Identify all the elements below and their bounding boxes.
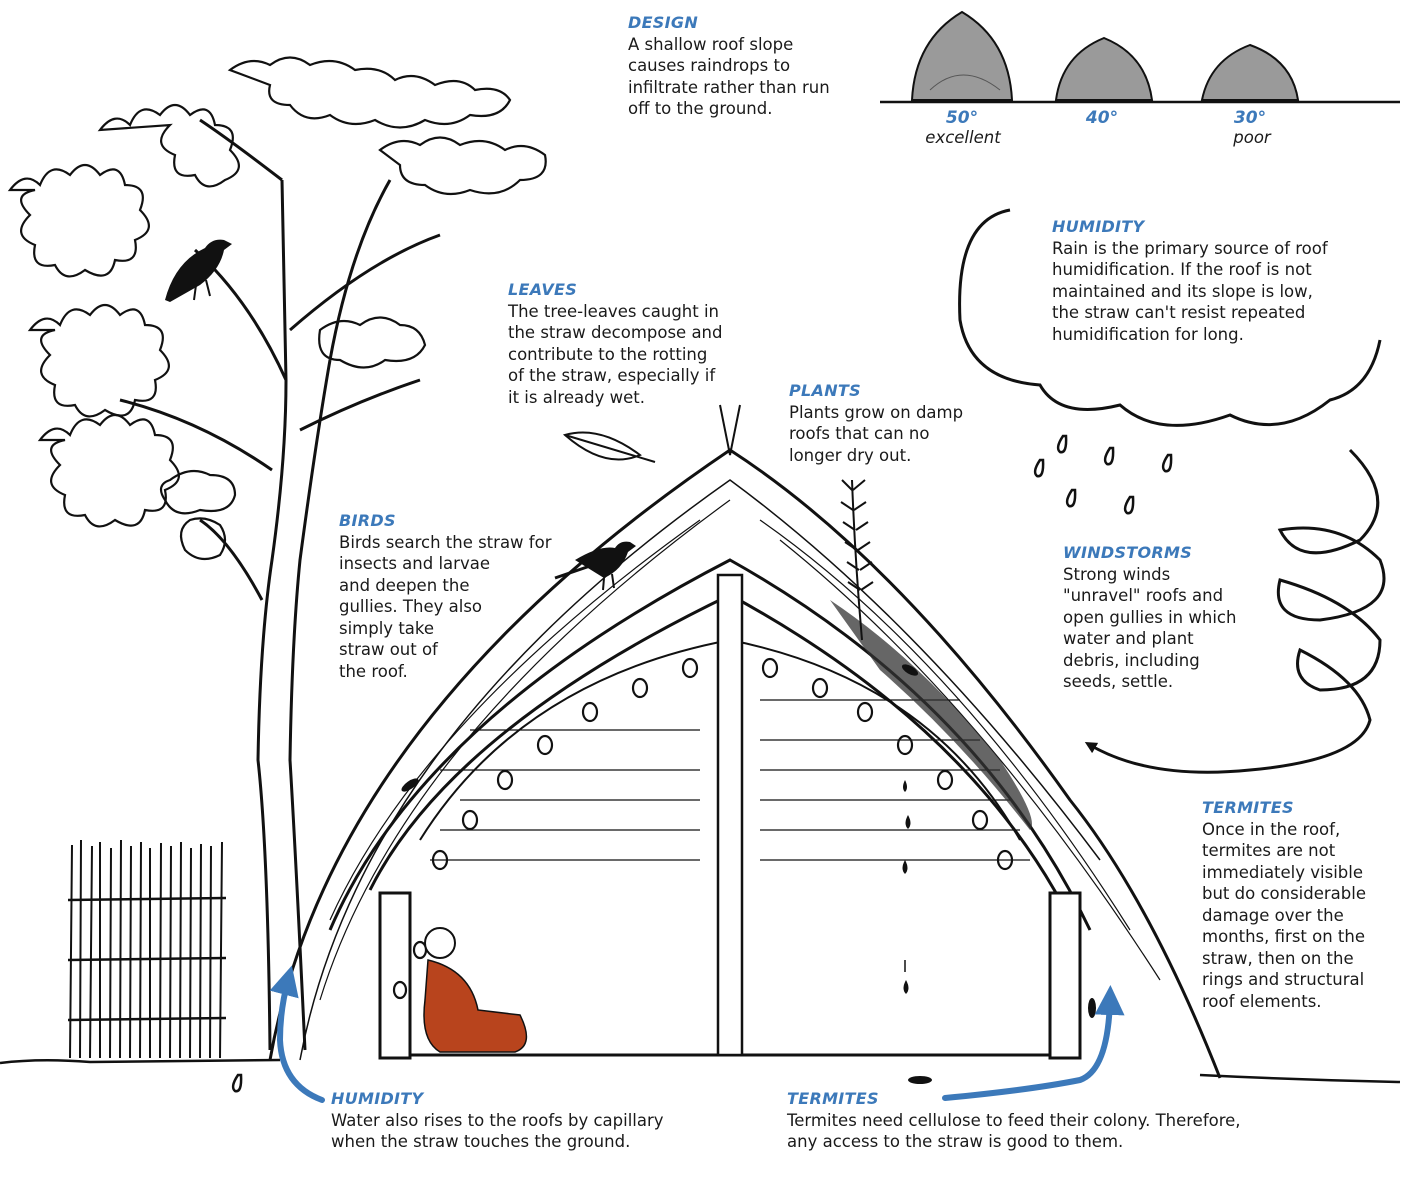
design-body: A shallow roof slope causes raindrops to… xyxy=(628,34,830,119)
termite-icon xyxy=(401,664,1096,1084)
slope-huts xyxy=(880,10,1400,104)
leaf-icon xyxy=(562,431,656,463)
slope-angle-30: 30° xyxy=(1233,108,1267,128)
windstorms-body: Strong winds "unravel" roofs and open gu… xyxy=(1063,564,1237,692)
termites-roof-title: TERMITES xyxy=(1202,798,1294,817)
tree-icon xyxy=(7,56,547,1051)
bird-icon xyxy=(554,541,636,591)
plants-note: PLANTS Plants grow on damp roofs that ca… xyxy=(789,380,1009,466)
termites-ground-body: Termites need cellulose to feed their co… xyxy=(787,1110,1241,1152)
leaves-title: LEAVES xyxy=(508,280,578,299)
birds-note: BIRDS Birds search the straw for insects… xyxy=(339,510,579,682)
raindrop-icon xyxy=(231,434,1173,1093)
plants-body: Plants grow on damp roofs that can no lo… xyxy=(789,402,964,465)
windstorms-title: WINDSTORMS xyxy=(1063,543,1193,562)
humidity-ground-title: HUMIDITY xyxy=(331,1089,424,1108)
termites-arrow xyxy=(942,985,1125,1101)
humidity-ground-body: Water also rises to the roofs by capilla… xyxy=(331,1110,664,1152)
humidity-ground-note: HUMIDITY Water also rises to the roofs b… xyxy=(331,1088,751,1153)
leaves-note: LEAVES The tree-leaves caught in the str… xyxy=(508,279,768,408)
birds-body: Birds search the straw for insects and l… xyxy=(339,532,552,681)
design-title: DESIGN xyxy=(628,13,699,32)
fence-icon xyxy=(67,839,227,1059)
humidity-rain-note: HUMIDITY Rain is the primary source of r… xyxy=(1052,216,1392,345)
whirlwind-icon xyxy=(1084,448,1386,774)
slope-rating-excellent: excellent xyxy=(925,128,1001,147)
birds-title: BIRDS xyxy=(339,511,396,530)
design-note: DESIGN A shallow roof slope causes raind… xyxy=(628,12,888,120)
windstorms-note: WINDSTORMS Strong winds "unravel" roofs … xyxy=(1063,542,1273,693)
termites-ground-title: TERMITES xyxy=(787,1089,879,1108)
slope-angle-50: 50° xyxy=(945,108,979,128)
slope-angle-40: 40° xyxy=(1085,108,1119,128)
small-hut-icon xyxy=(910,10,1014,101)
humidity-rain-title: HUMIDITY xyxy=(1052,217,1145,236)
humidity-arrow xyxy=(269,965,325,1103)
bird-icon xyxy=(165,239,232,302)
fern-plant-icon xyxy=(840,479,874,641)
ground-line xyxy=(0,1058,1401,1084)
leaves-body: The tree-leaves caught in the straw deco… xyxy=(508,301,723,407)
plants-title: PLANTS xyxy=(789,381,861,400)
slope-rating-poor: poor xyxy=(1233,128,1271,147)
hut-cross-section-icon xyxy=(268,404,1222,1079)
child-icon xyxy=(423,927,528,1053)
small-hut-icon xyxy=(1054,36,1154,101)
termites-ground-note: TERMITES Termites need cellulose to feed… xyxy=(787,1088,1267,1153)
termites-roof-note: TERMITES Once in the roof, termites are … xyxy=(1202,797,1402,1012)
termites-roof-body: Once in the roof, termites are not immed… xyxy=(1202,819,1366,1011)
humidity-rain-body: Rain is the primary source of roof humid… xyxy=(1052,238,1328,344)
rain-cloud-icon xyxy=(958,208,1382,427)
raindrop-icon xyxy=(902,780,911,994)
small-hut-icon xyxy=(1200,43,1300,101)
